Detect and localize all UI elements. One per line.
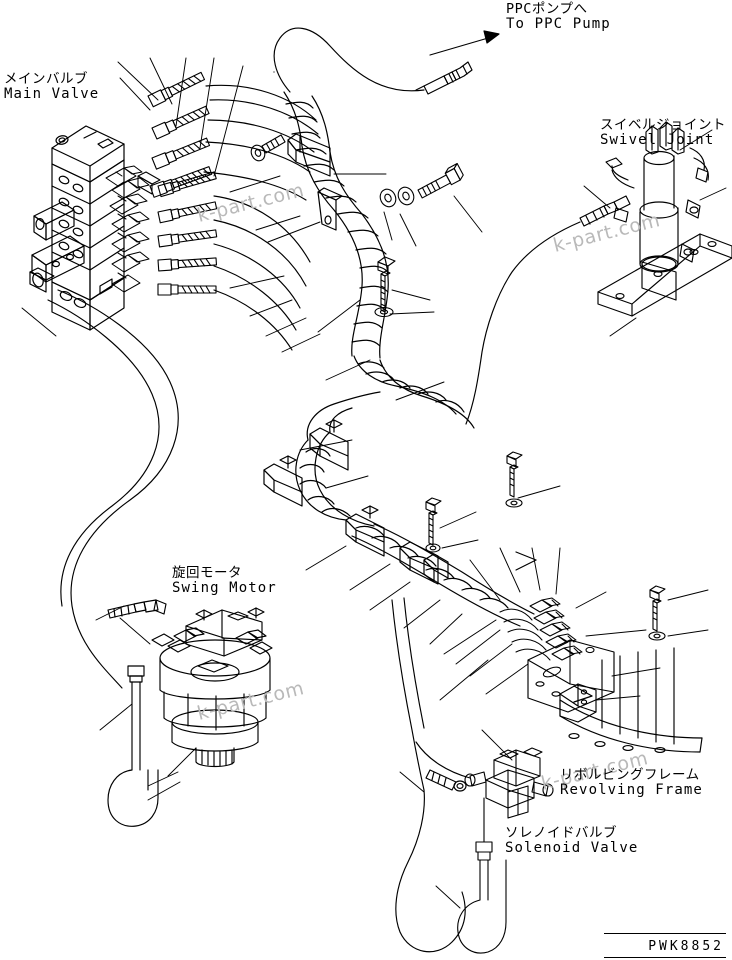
hose-to-swivel — [465, 221, 581, 425]
label-swing-motor-en: Swing Motor — [172, 580, 277, 597]
bottom-rule-top — [604, 933, 726, 934]
ppc-hose-fitting — [415, 61, 473, 95]
swivel-joint-unit — [597, 121, 732, 317]
swivel-inlet-fitting — [579, 195, 631, 227]
hose-clamp-mid-1 — [309, 419, 349, 471]
revolving-frame-plate — [535, 647, 703, 753]
hardware-bolts — [250, 134, 666, 641]
bottom-rule-bottom — [604, 957, 726, 958]
drawing-number: PWK8852 — [648, 939, 724, 954]
label-solenoid-valve-jp: ソレノイドバルブ — [505, 825, 617, 841]
solenoid-valve-unit — [457, 747, 554, 954]
swing-motor-fitting — [107, 599, 167, 619]
hose-valve-to-motor-2 — [47, 299, 160, 607]
label-revolving-frame-jp: リボルビングフレーム — [560, 767, 700, 783]
wrapped-hose-bundle-middle — [263, 71, 535, 627]
label-main-valve-en: Main Valve — [4, 86, 100, 103]
label-swing-motor-jp: 旋回モータ — [172, 565, 242, 581]
label-ppc-pump-en: To PPC Pump — [506, 16, 611, 33]
hose-runs-lower — [213, 195, 311, 351]
hose-solenoid-to-bundle — [415, 741, 471, 779]
main-valve-block — [29, 125, 161, 331]
break-symbol — [515, 551, 593, 703]
label-swivel-joint-jp: スイベルジョイント — [600, 117, 726, 133]
label-swivel-joint-en: Swivel Joint — [600, 132, 715, 149]
hose-valve-to-motor — [57, 289, 179, 689]
hose-lower-branch — [391, 597, 467, 953]
swing-motor-unit — [151, 607, 273, 768]
label-revolving-frame-en: Revolving Frame — [560, 782, 703, 799]
label-ppc-pump-jp: PPCポンプへ — [506, 1, 588, 17]
hose-to-ppc — [273, 27, 425, 93]
hose-clamp-diag-2 — [423, 553, 449, 583]
hose-clamp-diag-1 — [399, 541, 439, 585]
hose-clamp-mid-2 — [263, 455, 303, 507]
leader-lines — [21, 57, 727, 909]
label-solenoid-valve-en: Solenoid Valve — [505, 840, 639, 857]
hose-fitting-group-upper — [147, 71, 213, 198]
hose-fitting-group-lower — [157, 171, 218, 296]
motor-drain-hose — [107, 665, 159, 827]
hose-clamp-mid-3 — [345, 505, 385, 557]
label-main-valve-jp: メインバルブ — [4, 71, 88, 87]
hose-manifold-bundle — [499, 597, 615, 713]
ppc-pump-arrow — [429, 30, 500, 56]
